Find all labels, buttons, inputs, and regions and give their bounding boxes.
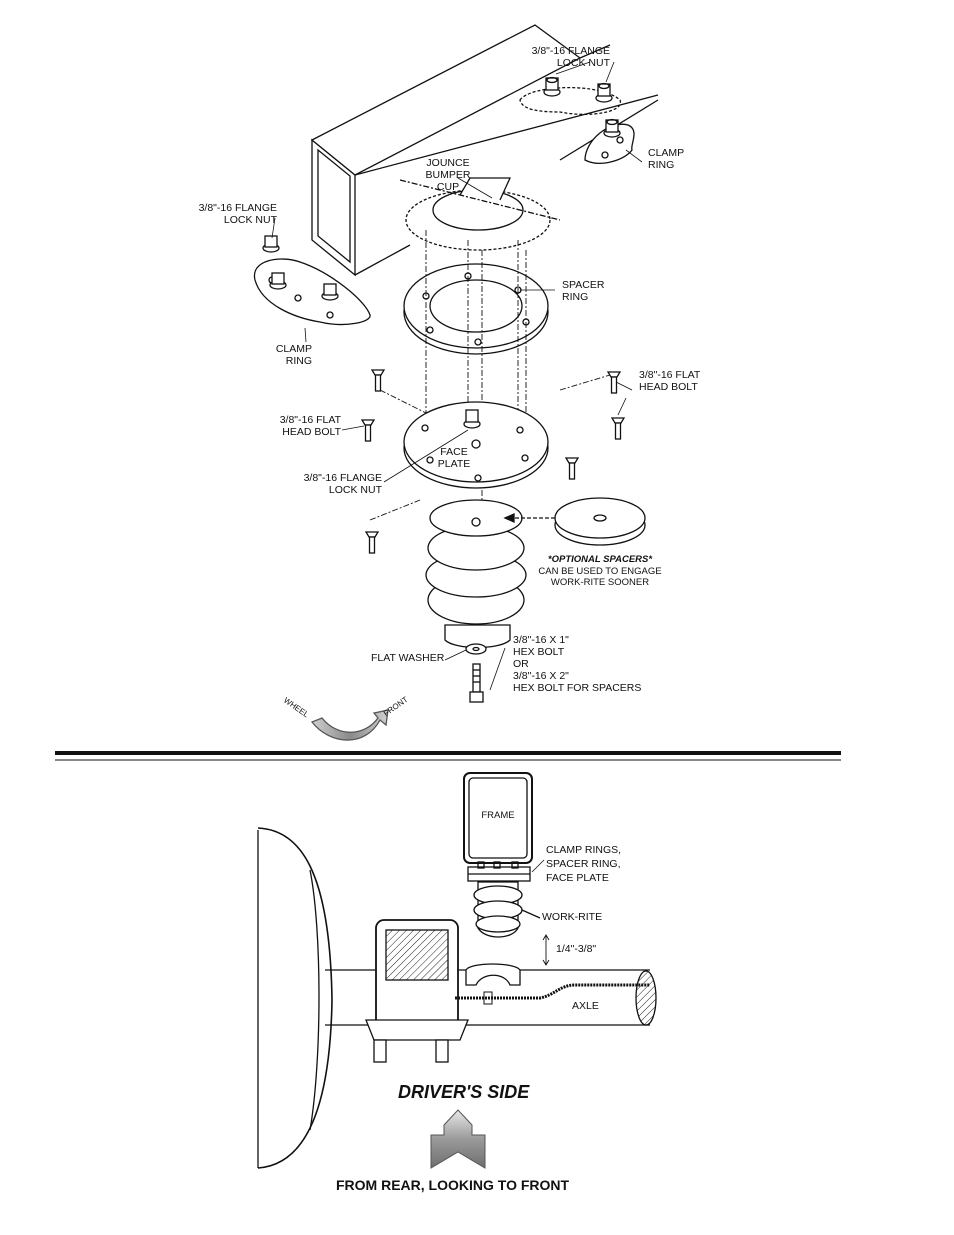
flat-head-bolts xyxy=(360,369,626,554)
frame-rail xyxy=(310,24,659,277)
optional-spacer-disk xyxy=(503,497,646,546)
gap-dimension xyxy=(542,934,550,966)
work-rite-spring xyxy=(425,499,527,649)
flange-lock-nut-top xyxy=(543,76,621,138)
guide-lines xyxy=(369,230,611,521)
hex-bolt xyxy=(469,663,484,703)
face-plate xyxy=(403,401,549,489)
spacer-ring xyxy=(403,263,549,355)
work-rite-small xyxy=(473,881,541,938)
leader-lines xyxy=(271,61,643,691)
side-view xyxy=(257,772,657,1169)
view-caption: FROM REAR, LOOKING TO FRONT xyxy=(336,1177,570,1193)
label-gap: 1/4"-3/8" xyxy=(556,943,597,955)
exploded-view xyxy=(253,24,659,741)
tire xyxy=(257,827,333,1169)
frame-box xyxy=(463,772,533,864)
label-clamp-stack: CLAMP RINGS,SPACER RING,FACE PLATE xyxy=(546,844,622,884)
direction-arrow xyxy=(310,709,389,741)
u-bolt-assembly xyxy=(365,919,469,1063)
label-axle: AXLE xyxy=(572,1000,599,1012)
label-frame: FRAME xyxy=(481,810,515,821)
bottom-leader-lines xyxy=(531,859,545,873)
clamp-ring-right xyxy=(584,123,635,164)
clamp-stack xyxy=(467,861,531,882)
section-divider xyxy=(55,751,841,755)
up-arrow xyxy=(430,1109,486,1169)
jounce-cup-side xyxy=(465,963,521,986)
flat-washer xyxy=(465,643,487,655)
axle xyxy=(325,969,657,1026)
label-optional-spacers: *OPTIONAL SPACERS* CAN BE USED TO ENGAGE… xyxy=(538,554,662,588)
drivers-side-title: DRIVER'S SIDE xyxy=(398,1082,530,1102)
clamp-ring-ghost xyxy=(519,86,621,115)
jounce-bumper-cup xyxy=(399,177,561,251)
brake-line xyxy=(455,983,650,1005)
clamp-ring-left xyxy=(253,235,371,326)
label-flat-washer: FLAT WASHER xyxy=(371,652,445,664)
label-work-rite: WORK-RITE xyxy=(542,911,603,923)
